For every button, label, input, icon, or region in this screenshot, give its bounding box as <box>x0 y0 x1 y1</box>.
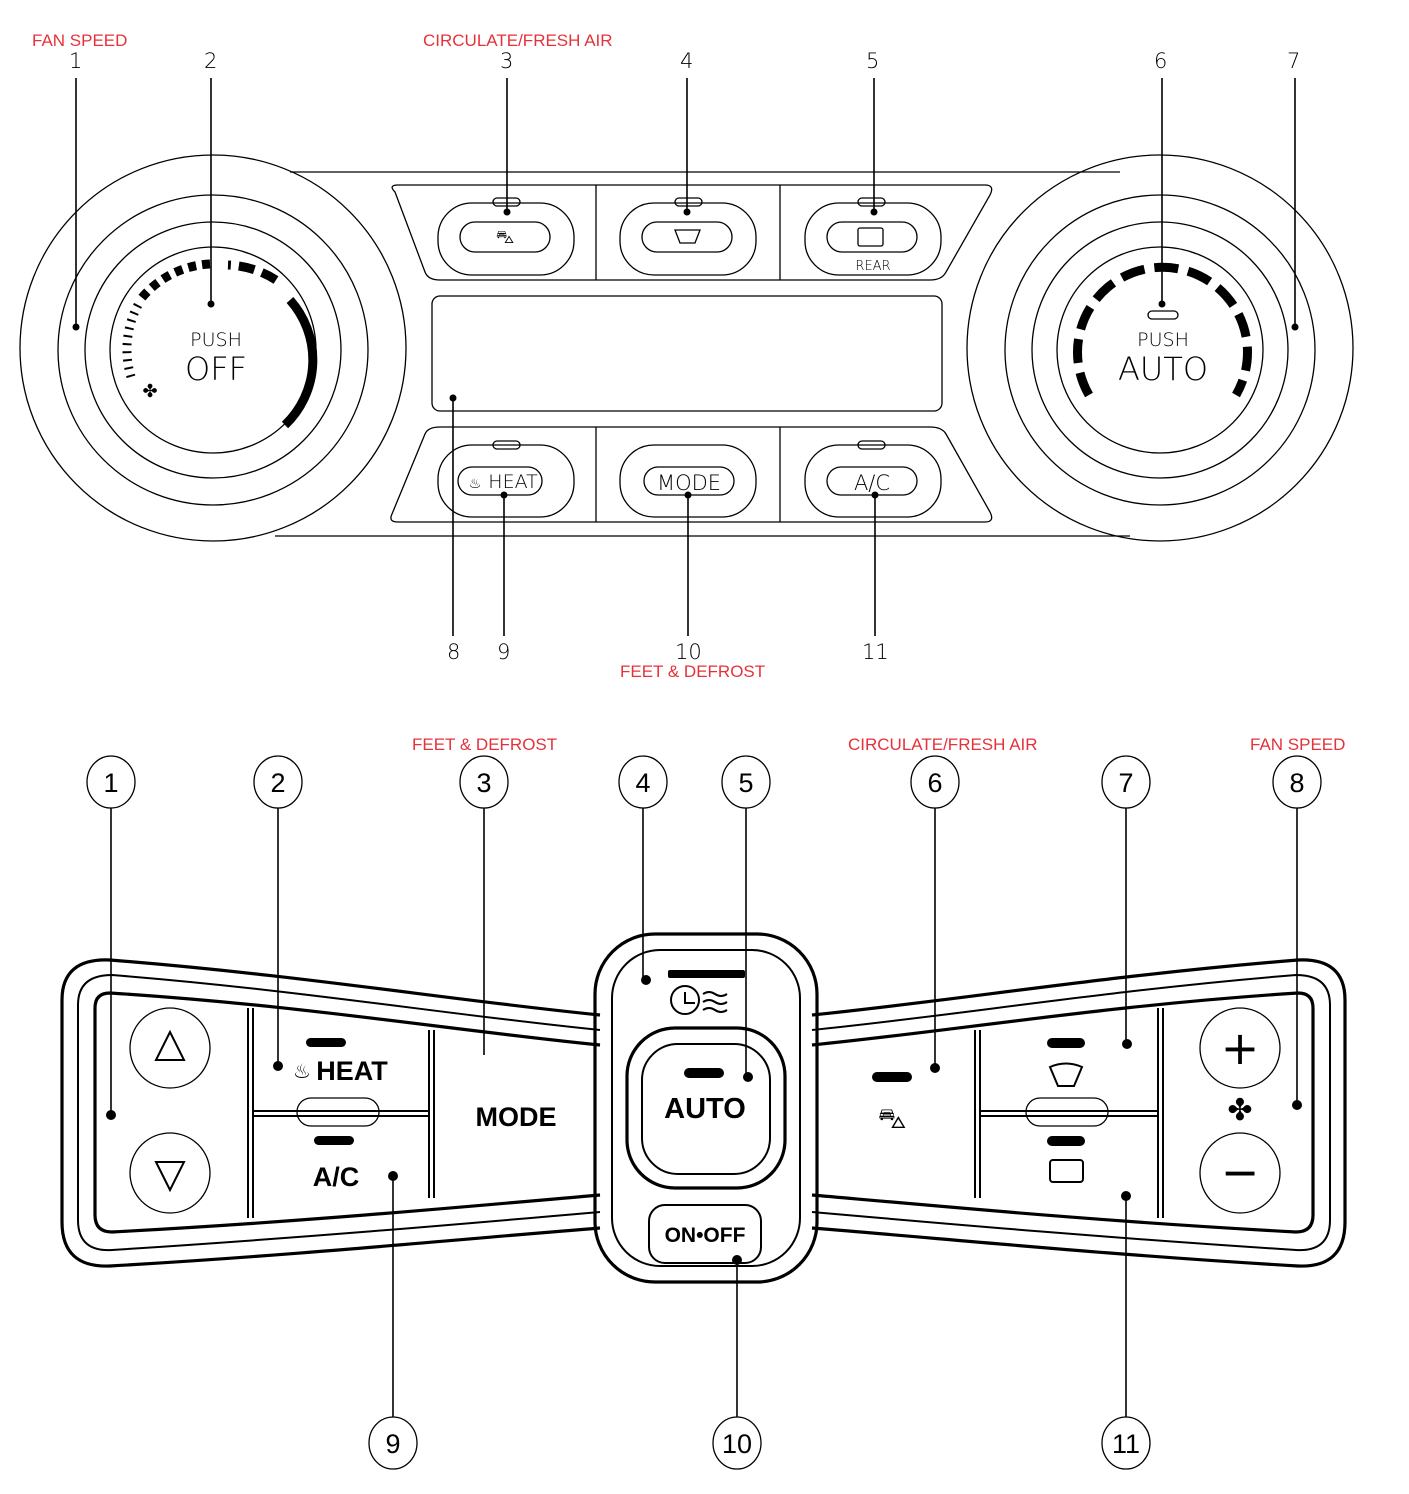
callout-circulate-fresh-air: CIRCULATE/FRESH AIR <box>848 735 1038 754</box>
recirculate-button[interactable]: ⛍ <box>872 1072 912 1134</box>
triangle-down-icon <box>154 1161 186 1193</box>
number-5: 5 <box>738 768 753 798</box>
on-off-label: ON•OFF <box>665 1224 746 1247</box>
ac-label: A/C <box>854 471 890 495</box>
ac-button[interactable]: A/C <box>313 1136 360 1192</box>
fan-minus-button[interactable]: − <box>1199 1132 1281 1214</box>
heat-icon: ♨ <box>469 475 482 491</box>
callout-circulate-fresh-air: CIRCULATE/FRESH AIR <box>423 31 613 50</box>
number-4: 4 <box>635 768 650 798</box>
circled-numbers-bottom: 9 10 11 <box>368 1416 1151 1470</box>
mode-button[interactable]: MODE <box>476 1102 557 1132</box>
ac-label: A/C <box>313 1162 360 1192</box>
number-11: 11 <box>862 640 889 664</box>
display-screen <box>431 295 943 412</box>
front-defrost-icon <box>1048 1062 1084 1087</box>
temp-down-button[interactable] <box>129 1132 211 1214</box>
mode-label: MODE <box>657 471 721 495</box>
auto-button[interactable]: AUTO <box>625 1026 787 1190</box>
heat-label: HEAT <box>488 471 538 493</box>
fan-icon: ✤ <box>142 381 157 401</box>
diagram-2: FEET & DEFROST CIRCULATE/FRESH AIR FAN S… <box>60 735 1347 1470</box>
number-10: 10 <box>675 640 702 664</box>
heat-ac-indicator <box>296 1097 380 1127</box>
heat-button[interactable]: ♨ HEAT <box>293 1038 388 1086</box>
callout-fan-speed: FAN SPEED <box>1250 735 1345 754</box>
recirculate-car-icon: ⛍ <box>496 227 515 247</box>
heat-label: HEAT <box>316 1056 388 1086</box>
number-3: 3 <box>500 49 513 73</box>
fan-icon: ✤ <box>1227 1094 1252 1127</box>
front-defrost-button[interactable] <box>619 197 757 276</box>
temp-up-button[interactable] <box>129 1007 211 1089</box>
circled-numbers-top: 1 2 3 4 5 6 7 8 <box>86 755 1322 809</box>
recirculate-car-icon: ⛍ <box>878 1103 907 1134</box>
plus-icon: + <box>1221 1021 1260 1075</box>
mode-label: MODE <box>476 1102 557 1132</box>
defrost-indicator <box>1025 1097 1109 1127</box>
recirculate-button[interactable]: ⛍ <box>437 197 575 276</box>
auto-label: AUTO <box>664 1093 746 1125</box>
number-2: 2 <box>204 49 217 73</box>
center-module: AUTO ON•OFF <box>593 932 819 1284</box>
number-8: 8 <box>1289 768 1304 798</box>
rear-defrost-button[interactable]: REAR <box>804 197 942 276</box>
callout-fan-speed: FAN SPEED <box>32 31 127 50</box>
ac-button[interactable]: A/C <box>804 440 942 518</box>
number-11: 11 <box>1112 1429 1140 1459</box>
triangle-up-icon <box>154 1029 186 1061</box>
number-1: 1 <box>69 49 82 73</box>
number-8: 8 <box>447 640 460 664</box>
front-defrost-icon <box>674 229 701 244</box>
rear-defrost-icon <box>857 227 884 247</box>
knob-off-label: OFF <box>185 350 247 388</box>
number-6: 6 <box>927 768 942 798</box>
heat-button[interactable]: ♨ HEAT <box>437 440 575 518</box>
rear-defrost-button[interactable] <box>1047 1136 1085 1183</box>
knob-push-label: PUSH <box>1137 329 1189 351</box>
callout-feet-defrost: FEET & DEFROST <box>620 662 765 681</box>
climate-timer-icon <box>670 985 728 1015</box>
rear-caption: REAR <box>855 259 890 274</box>
minus-icon: − <box>1221 1145 1260 1199</box>
number-1: 1 <box>103 768 118 798</box>
on-off-button[interactable]: ON•OFF <box>648 1204 762 1264</box>
knob-push-label: PUSH <box>190 329 242 351</box>
number-9: 9 <box>497 640 510 664</box>
leader-lines-2 <box>106 808 1302 1417</box>
number-7: 7 <box>1287 49 1300 73</box>
fan-plus-button[interactable]: + <box>1199 1007 1281 1089</box>
number-7: 7 <box>1118 768 1133 798</box>
rear-defrost-icon <box>1049 1159 1084 1183</box>
auto-indicator <box>1147 310 1179 320</box>
number-5: 5 <box>866 49 879 73</box>
fan-speed-knob[interactable]: ✤ PUSH OFF <box>19 154 407 542</box>
front-defrost-button[interactable] <box>1047 1038 1085 1087</box>
number-9: 9 <box>385 1429 400 1459</box>
knob-auto-label: AUTO <box>1118 350 1208 388</box>
number-3: 3 <box>476 768 491 798</box>
number-2: 2 <box>270 768 285 798</box>
number-10: 10 <box>722 1429 752 1459</box>
callout-feet-defrost: FEET & DEFROST <box>412 735 557 754</box>
diagram-1: FAN SPEED CIRCULATE/FRESH AIR FEET & DEF… <box>19 31 1354 681</box>
leader-lines-1 <box>72 78 1299 636</box>
number-4: 4 <box>680 49 693 73</box>
number-6: 6 <box>1154 49 1167 73</box>
heat-icon: ♨ <box>293 1061 311 1083</box>
